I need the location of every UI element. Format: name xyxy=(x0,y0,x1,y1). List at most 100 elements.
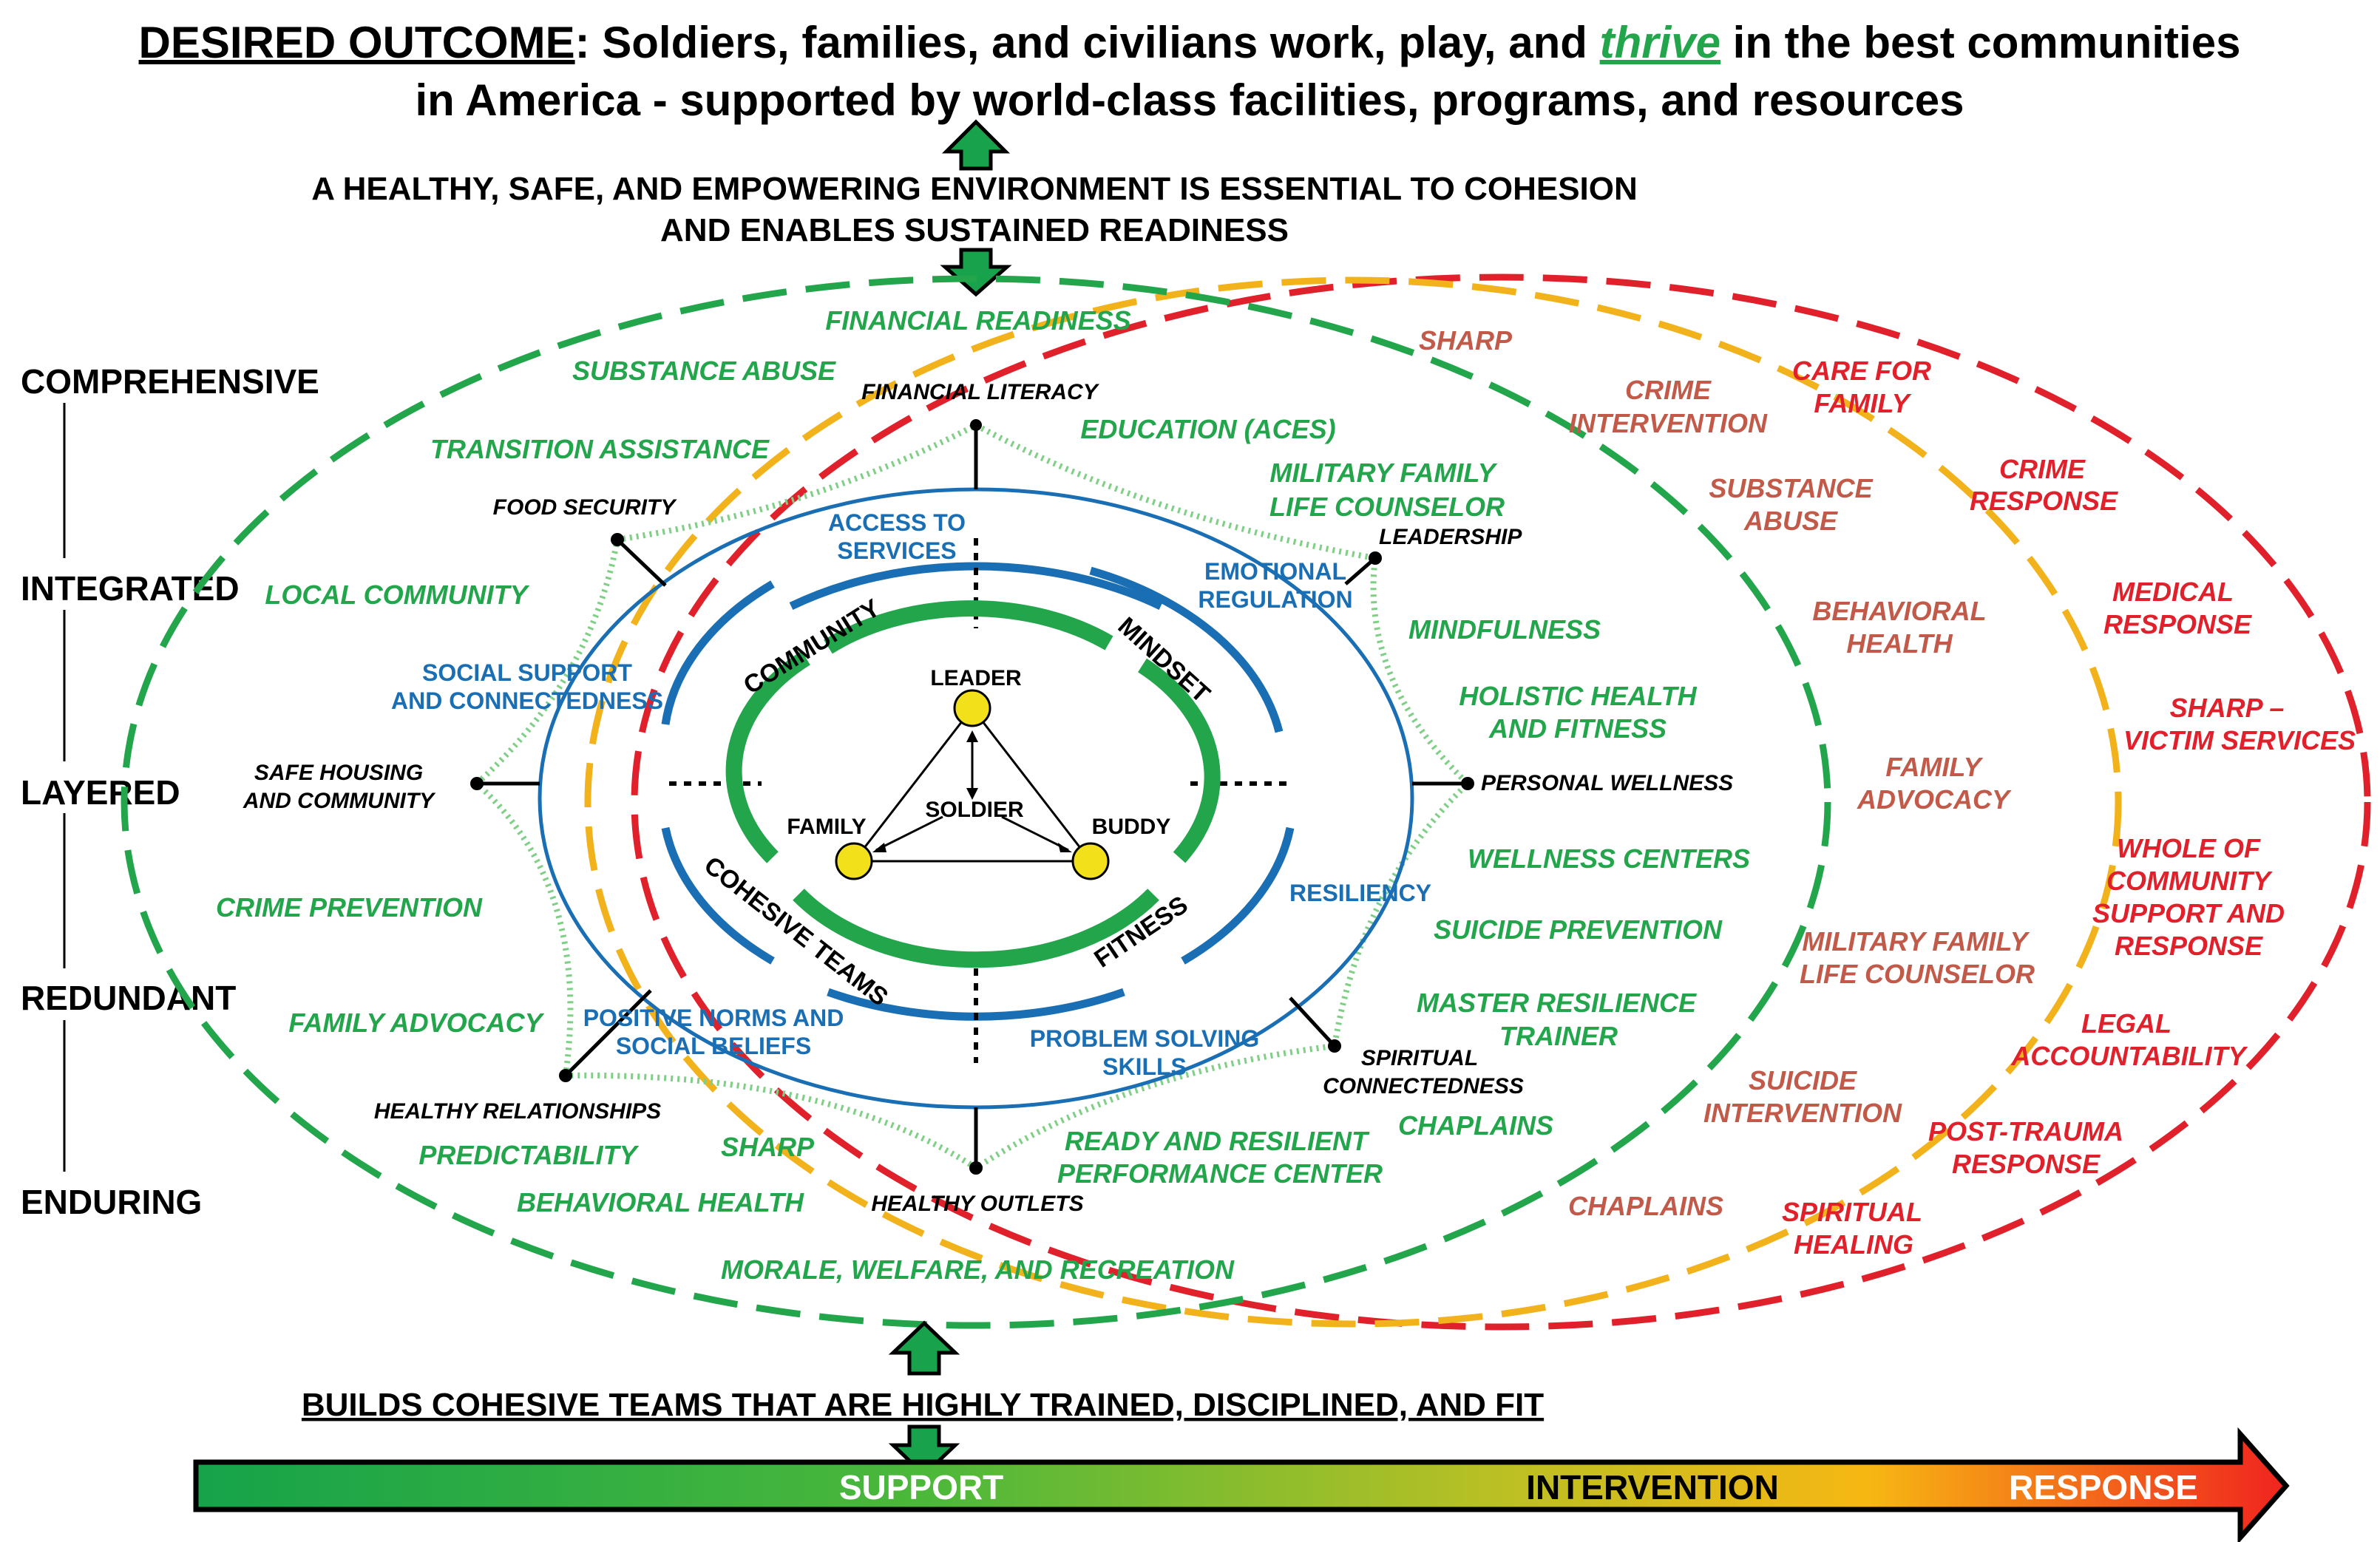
continuum-response: RESPONSE xyxy=(2009,1468,2198,1507)
prog-wellness-centers: WELLNESS CENTERS xyxy=(1468,843,1750,874)
int-mflc-1: MILITARY FAMILY xyxy=(1802,926,2030,957)
scale-integrated: INTEGRATED xyxy=(21,569,240,608)
prog-holistic-2: AND FITNESS xyxy=(1488,713,1667,744)
prog-financial-readiness: FINANCIAL READINESS xyxy=(825,305,1130,336)
quadrant-community: COMMUNITY xyxy=(739,594,885,699)
environment-line-1: A HEALTHY, SAFE, AND EMPOWERING ENVIRONM… xyxy=(311,171,1638,207)
resp-sharp-2: VICTIM SERVICES xyxy=(2123,725,2356,755)
int-crime-1: CRIME xyxy=(1625,375,1712,405)
star-spiritual-2: CONNECTEDNESS xyxy=(1323,1074,1524,1098)
prog-crime-prevention: CRIME PREVENTION xyxy=(216,892,483,923)
blue-social-2: AND CONNECTEDNESS xyxy=(391,687,663,714)
resp-post-2: RESPONSE xyxy=(1952,1149,2101,1179)
star-safe-housing-1: SAFE HOUSING xyxy=(254,761,423,785)
buddy-node xyxy=(1071,842,1110,880)
resp-whole-2: COMMUNITY xyxy=(2106,866,2273,896)
prog-mrt-1: MASTER RESILIENCE xyxy=(1417,988,1697,1018)
support-ring xyxy=(121,275,1831,1329)
core-leader: LEADER xyxy=(930,666,1022,690)
scale-redundant: REDUNDANT xyxy=(21,979,236,1017)
blue-access-1: ACCESS TO xyxy=(828,509,966,536)
scale-layered: LAYERED xyxy=(21,773,180,812)
resp-sharp-1: SHARP – xyxy=(2170,693,2285,723)
response-labels: CARE FOR FAMILY CRIME RESPONSE MEDICAL R… xyxy=(1782,356,2356,1260)
family-node xyxy=(835,842,873,880)
resp-spiritual-1: SPIRITUAL xyxy=(1782,1197,1922,1227)
int-bh-1: BEHAVIORAL xyxy=(1812,596,1986,626)
builds-cohesive-teams: BUILDS COHESIVE TEAMS THAT ARE HIGHLY TR… xyxy=(302,1387,1544,1423)
scale-comprehensive: COMPREHENSIVE xyxy=(21,362,319,401)
left-scale: COMPREHENSIVE INTEGRATED LAYERED REDUNDA… xyxy=(21,362,319,1221)
continuum-intervention: INTERVENTION xyxy=(1526,1468,1779,1507)
resp-care-1: CARE FOR xyxy=(1792,356,1931,386)
resp-crime-2: RESPONSE xyxy=(1970,486,2118,516)
core-soldier: SOLDIER xyxy=(925,798,1024,822)
prog-mindfulness: MINDFULNESS xyxy=(1408,614,1601,645)
resp-spiritual-2: HEALING xyxy=(1794,1229,1913,1260)
star-healthy-outlets: HEALTHY OUTLETS xyxy=(871,1192,1083,1216)
prog-substance-abuse: SUBSTANCE ABUSE xyxy=(572,356,836,386)
star-point-labels: FINANCIAL LITERACY FOOD SECURITY LEADERS… xyxy=(243,380,1733,1216)
prog-mflc-2: LIFE COUNSELOR xyxy=(1269,492,1505,522)
prog-transition-assistance: TRANSITION ASSISTANCE xyxy=(430,434,770,464)
int-substance-1: SUBSTANCE xyxy=(1709,473,1873,503)
star-healthy-relationships: HEALTHY RELATIONSHIPS xyxy=(374,1099,661,1124)
int-suicide-1: SUICIDE xyxy=(1749,1065,1857,1096)
up-arrow-top xyxy=(941,119,1011,171)
down-arrow-top xyxy=(940,248,1012,297)
int-bh-2: HEALTH xyxy=(1846,628,1953,659)
environment-line-2: AND ENABLES SUSTAINED READINESS xyxy=(660,212,1289,248)
resp-post-1: POST-TRAUMA xyxy=(1928,1116,2123,1147)
int-suicide-2: INTERVENTION xyxy=(1703,1098,1902,1128)
star-leadership: LEADERSHIP xyxy=(1379,525,1522,549)
leader-node xyxy=(953,689,991,727)
prog-chaplains: CHAPLAINS xyxy=(1398,1110,1553,1141)
prog-suicide-prevention: SUICIDE PREVENTION xyxy=(1434,914,1723,945)
blue-emotional-1: EMOTIONAL xyxy=(1204,558,1346,585)
int-mflc-2: LIFE COUNSELOR xyxy=(1800,959,2035,989)
dotted-star xyxy=(472,421,1472,1172)
intervention-labels: SHARP CRIME INTERVENTION SUBSTANCE ABUSE… xyxy=(1419,325,2035,1221)
int-chaplains: CHAPLAINS xyxy=(1568,1191,1723,1221)
core-family: FAMILY xyxy=(787,815,866,839)
star-financial-literacy: FINANCIAL LITERACY xyxy=(861,380,1099,404)
blue-ring-labels: ACCESS TO SERVICES EMOTIONAL REGULATION … xyxy=(391,509,1431,1080)
blue-social-1: SOCIAL SUPPORT xyxy=(422,659,632,686)
resp-medical-2: RESPONSE xyxy=(2103,609,2252,639)
resp-whole-3: SUPPORT AND xyxy=(2092,898,2285,928)
blue-problem-1: PROBLEM SOLVING xyxy=(1030,1025,1260,1052)
response-ring xyxy=(631,274,2371,1331)
resp-care-2: FAMILY xyxy=(1814,388,1911,418)
prog-mflc-1: MILITARY FAMILY xyxy=(1269,458,1497,488)
prog-behavioral-health: BEHAVIORAL HEALTH xyxy=(517,1187,804,1217)
prog-mrt-2: TRAINER xyxy=(1499,1021,1618,1051)
prog-r2-1: READY AND RESILIENT xyxy=(1065,1126,1370,1156)
star-point-dots xyxy=(470,419,1474,1175)
prog-mwr: MORALE, WELFARE, AND RECREATION xyxy=(721,1254,1235,1285)
resp-crime-1: CRIME xyxy=(1999,454,2086,484)
int-crime-2: INTERVENTION xyxy=(1569,408,1768,438)
int-family-2: ADVOCACY xyxy=(1857,784,2012,815)
resp-legal-1: LEGAL xyxy=(2081,1008,2172,1039)
star-safe-housing-2: AND COMMUNITY xyxy=(243,789,436,813)
inner-blue-ellipse xyxy=(661,562,1295,1021)
star-personal-wellness: PERSONAL WELLNESS xyxy=(1481,771,1733,795)
up-arrow-bottom xyxy=(888,1320,960,1376)
scale-enduring: ENDURING xyxy=(21,1183,202,1221)
resp-legal-2: ACCOUNTABILITY xyxy=(2010,1041,2248,1071)
blue-emotional-2: REGULATION xyxy=(1198,586,1352,613)
core-triangle xyxy=(835,689,1110,880)
blue-resiliency: RESILIENCY xyxy=(1289,880,1431,906)
continuum-support: SUPPORT xyxy=(839,1468,1003,1507)
resp-whole-1: WHOLE OF xyxy=(2117,833,2261,863)
desired-outcome-line-1: DESIRED OUTCOME: Soldiers, families, and… xyxy=(139,18,2241,67)
support-program-labels: FINANCIAL READINESS SUBSTANCE ABUSE TRAN… xyxy=(216,305,1750,1285)
prog-predictability: PREDICTABILITY xyxy=(418,1140,639,1170)
prog-education-aces: EDUCATION (ACES) xyxy=(1080,414,1335,444)
star-spiritual-1: SPIRITUAL xyxy=(1361,1046,1478,1070)
resp-medical-1: MEDICAL xyxy=(2112,577,2234,607)
prog-sharp: SHARP xyxy=(721,1132,815,1162)
core-buddy: BUDDY xyxy=(1092,815,1171,839)
star-food-security: FOOD SECURITY xyxy=(493,495,678,520)
blue-positive-1: POSITIVE NORMS AND xyxy=(583,1005,844,1031)
